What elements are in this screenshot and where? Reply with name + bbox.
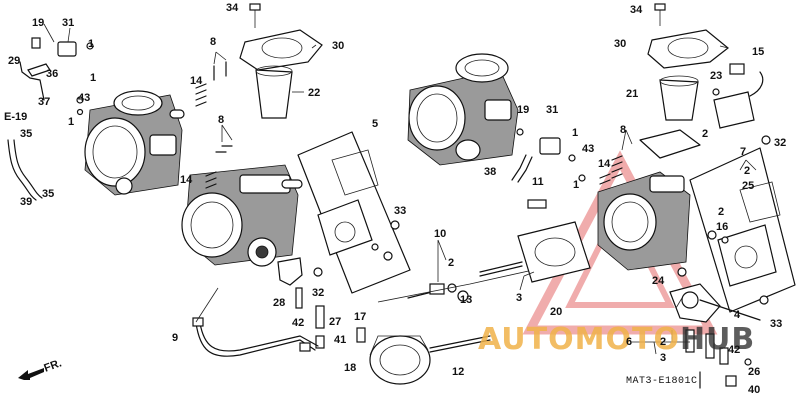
callout-23: 23 (710, 70, 723, 82)
callout-3: 3 (516, 292, 523, 304)
callout-1: 1 (573, 179, 580, 191)
throttle-sensor (712, 63, 771, 145)
diagram-code: MAT3-E1801C (626, 376, 698, 387)
left-intake-parts (239, 3, 323, 119)
callout-31: 31 (546, 104, 559, 116)
right-fittings (511, 128, 729, 244)
left-carburetor-bottom (181, 164, 303, 267)
callout-35: 35 (42, 188, 55, 200)
callout-15: 15 (752, 46, 765, 58)
callout-39: 39 (20, 196, 33, 208)
callout-41: 41 (334, 334, 347, 346)
watermark-logo: AUTOMOTOHUB (478, 322, 755, 357)
callout-5: 5 (372, 118, 379, 130)
callout-6: 6 (626, 336, 633, 348)
right-carburetor-top (407, 53, 519, 166)
callout-19: 19 (517, 104, 530, 116)
callout-28: 28 (273, 297, 286, 309)
callout-1: 1 (572, 127, 579, 139)
callout-11: 11 (532, 176, 544, 188)
left-gasket-frame (297, 131, 411, 294)
callout-34: 34 (226, 2, 239, 14)
left-fittings (7, 37, 94, 201)
callout-16: 16 (716, 221, 729, 233)
callout-2: 2 (718, 206, 725, 218)
callout-40: 40 (748, 384, 761, 396)
callout-4: 4 (734, 309, 741, 321)
right-lower-parts (669, 267, 769, 389)
front-arrow-icon (18, 368, 44, 380)
watermark-word-1: AUTOMOTO (478, 322, 680, 357)
callout-1: 1 (90, 72, 97, 84)
callout-17: 17 (354, 311, 367, 323)
leader-lines (43, 23, 757, 355)
callout-34: 34 (630, 4, 643, 16)
callout-38: 38 (484, 166, 497, 178)
callout-9: 9 (172, 332, 179, 344)
callout-26: 26 (748, 366, 761, 378)
watermark-word-2: HUB (679, 322, 756, 357)
callout-36: 36 (46, 68, 59, 80)
ref-marker: E-19 (4, 111, 28, 123)
callout-14: 14 (598, 158, 611, 170)
callout-12: 12 (452, 366, 465, 378)
callout-1: 1 (68, 116, 75, 128)
callout-32: 32 (774, 137, 787, 149)
callout-13: 13 (460, 294, 473, 306)
callout-42: 42 (292, 317, 305, 329)
callout-31: 31 (62, 17, 75, 29)
callout-21: 21 (626, 88, 639, 100)
callout-8: 8 (620, 124, 627, 136)
left-bracket-jets (277, 220, 400, 349)
left-carburetor-top (84, 90, 185, 196)
right-gasket-top (639, 129, 701, 159)
right-carburetor-bottom (517, 171, 691, 283)
callout-42: 42 (728, 344, 741, 356)
callout-8: 8 (210, 36, 217, 48)
callout-43: 43 (78, 92, 91, 104)
callout-33: 33 (394, 205, 407, 217)
fuel-pipe (192, 317, 319, 357)
right-gasket-frame (689, 147, 796, 313)
callout-14: 14 (190, 75, 203, 87)
callout-29: 29 (8, 55, 21, 67)
callout-32: 32 (312, 287, 325, 299)
callout-3: 3 (660, 352, 667, 364)
callout-22: 22 (308, 87, 321, 99)
float-chamber (356, 327, 431, 385)
callout-14: 14 (180, 174, 193, 186)
callout-24: 24 (652, 275, 665, 287)
callout-20: 20 (550, 306, 563, 318)
callout-8: 8 (218, 114, 225, 126)
callout-35: 35 (20, 128, 33, 140)
callout-10: 10 (434, 228, 447, 240)
left-springs (195, 61, 233, 189)
callout-1: 1 (88, 38, 95, 50)
callout-27: 27 (329, 316, 342, 328)
callout-19: 19 (32, 17, 45, 29)
callout-2: 2 (448, 257, 455, 269)
callout-2: 2 (702, 128, 709, 140)
callout-43: 43 (582, 143, 595, 155)
callout-2: 2 (660, 336, 667, 348)
callout-30: 30 (332, 40, 345, 52)
callout-30: 30 (614, 38, 627, 50)
callout-37: 37 (38, 96, 51, 108)
callout-33: 33 (770, 318, 783, 330)
callout-7: 7 (740, 146, 747, 158)
callout-2: 2 (744, 165, 751, 177)
right-intake-parts (647, 3, 729, 121)
callout-18: 18 (344, 362, 357, 374)
callout-25: 25 (742, 180, 755, 192)
